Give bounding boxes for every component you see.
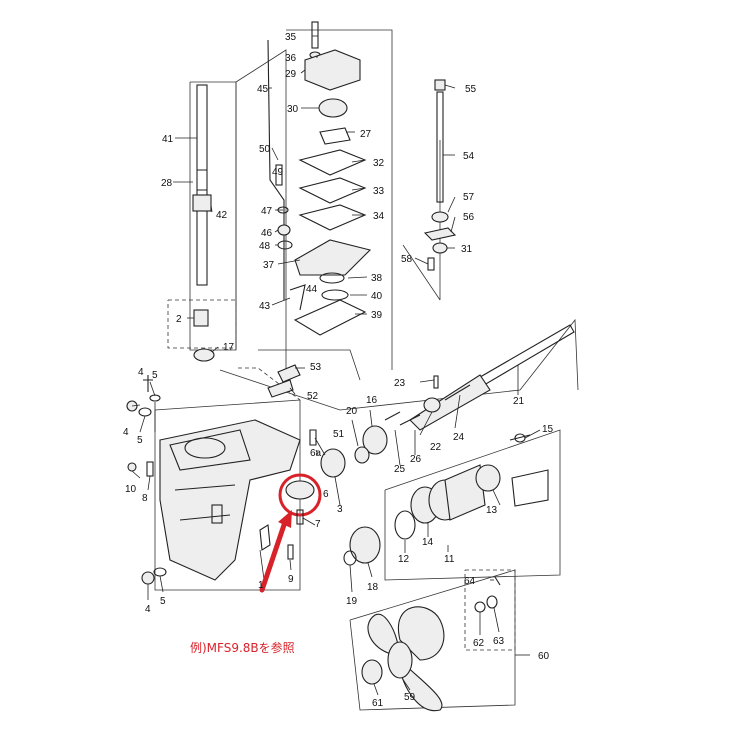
label-58: 58	[401, 254, 413, 265]
label-4a: 4	[138, 367, 144, 378]
label-40: 40	[371, 291, 383, 302]
label-5b: 5	[137, 435, 143, 446]
label-27: 27	[360, 129, 372, 140]
label-15: 15	[542, 424, 554, 435]
label-47: 47	[261, 206, 273, 217]
label-53: 53	[310, 362, 322, 373]
part-labels: 1 2 3 4 4 4 5 5 5 6 6a 7 8 9 10 11 12 13…	[123, 32, 554, 709]
label-14: 14	[422, 537, 434, 548]
label-37: 37	[263, 260, 275, 271]
label-26: 26	[410, 454, 422, 465]
label-50: 50	[259, 144, 271, 155]
label-39: 39	[371, 310, 383, 321]
forward-gear	[343, 526, 381, 566]
label-28: 28	[161, 178, 173, 189]
label-12: 12	[398, 554, 410, 565]
label-6a: 6a	[310, 448, 322, 459]
label-5c: 5	[160, 596, 166, 607]
label-24: 24	[453, 432, 465, 443]
label-1: 1	[258, 580, 264, 591]
drive-shaft	[192, 84, 215, 362]
label-42: 42	[216, 210, 228, 221]
label-30: 30	[287, 104, 299, 115]
label-49: 49	[272, 167, 284, 178]
label-45: 45	[257, 84, 269, 95]
propeller	[361, 576, 501, 712]
label-11: 11	[444, 554, 455, 565]
reference-note: 例)MFS9.8Bを参照	[190, 640, 295, 655]
bearing-housing	[394, 434, 549, 540]
label-46: 46	[261, 228, 273, 239]
label-23: 23	[394, 378, 406, 389]
label-4b: 4	[123, 427, 129, 438]
label-10: 10	[125, 484, 137, 495]
label-57: 57	[463, 192, 475, 203]
label-31: 31	[461, 244, 473, 255]
label-21: 21	[513, 396, 525, 407]
label-52: 52	[307, 391, 319, 402]
label-56: 56	[463, 212, 475, 223]
label-36: 36	[285, 53, 297, 64]
label-22: 22	[430, 442, 442, 453]
misc-parts	[126, 364, 526, 585]
label-41: 41	[162, 134, 174, 145]
label-44: 44	[306, 284, 318, 295]
label-2: 2	[176, 314, 182, 325]
label-61: 61	[372, 698, 384, 709]
water-pump	[267, 21, 372, 336]
label-38: 38	[371, 273, 383, 284]
label-7: 7	[315, 519, 321, 530]
label-17: 17	[223, 342, 235, 353]
label-13: 13	[486, 505, 498, 516]
label-64: 64	[464, 576, 476, 587]
label-32: 32	[373, 158, 385, 169]
label-34: 34	[373, 211, 385, 222]
label-8: 8	[142, 493, 148, 504]
highlight-arrow	[259, 510, 292, 593]
label-16: 16	[366, 395, 378, 406]
label-35: 35	[285, 32, 297, 43]
label-55: 55	[465, 84, 477, 95]
highlight-circle	[278, 473, 322, 517]
shift-rod	[423, 79, 457, 271]
label-33: 33	[373, 186, 385, 197]
label-18: 18	[367, 582, 379, 593]
label-19: 19	[346, 596, 358, 607]
label-51: 51	[333, 429, 345, 440]
label-60: 60	[538, 651, 550, 662]
label-63: 63	[493, 636, 505, 647]
label-5a: 5	[152, 370, 158, 381]
label-20: 20	[346, 406, 358, 417]
label-9: 9	[288, 574, 294, 585]
label-59: 59	[404, 692, 416, 703]
label-4c: 4	[145, 604, 151, 615]
label-43: 43	[259, 301, 271, 312]
label-62: 62	[473, 638, 485, 649]
label-3: 3	[337, 504, 343, 515]
label-48: 48	[259, 241, 271, 252]
label-25: 25	[394, 464, 406, 475]
lower-casing	[159, 419, 301, 581]
leader-lines	[131, 35, 541, 696]
label-29: 29	[285, 69, 297, 80]
label-54: 54	[463, 151, 475, 162]
label-6: 6	[323, 489, 329, 500]
